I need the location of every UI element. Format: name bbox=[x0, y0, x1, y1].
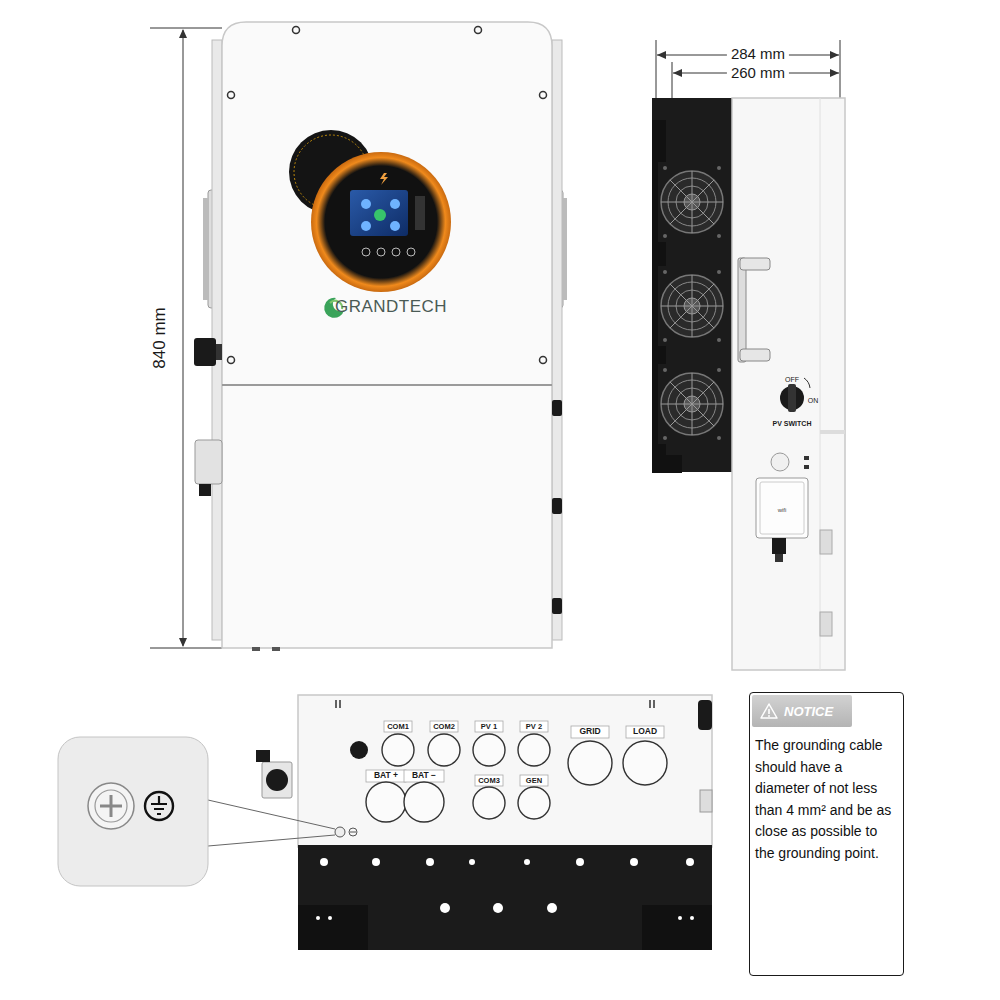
switch-state: ON bbox=[808, 397, 819, 405]
port-name: PV 1 bbox=[481, 723, 497, 732]
brand-name: GRANDTECH bbox=[335, 297, 447, 317]
switch-state: OFF bbox=[785, 376, 799, 384]
notice-box: NOTICE The grounding cable should have a … bbox=[749, 692, 904, 976]
port-name: GRID bbox=[579, 727, 600, 737]
notice-header: NOTICE bbox=[752, 695, 852, 727]
notice-body: The grounding cable should have a diamet… bbox=[750, 729, 903, 872]
port-name: COM2 bbox=[433, 723, 455, 732]
dimension-label: 260 mm bbox=[727, 64, 789, 81]
switch-name: PV SWITCH bbox=[773, 420, 812, 428]
dimension-label: 840 mm bbox=[150, 307, 170, 368]
port-name: BAT − bbox=[412, 771, 436, 781]
port-name: BAT + bbox=[374, 771, 398, 781]
dimension-label: 284 mm bbox=[727, 45, 789, 62]
port-name: LOAD bbox=[633, 727, 657, 737]
port-name: PV 2 bbox=[526, 723, 542, 732]
port-name: GEN bbox=[526, 777, 542, 786]
module-name: wifi bbox=[778, 507, 787, 514]
warning-icon bbox=[760, 703, 778, 719]
notice-heading: NOTICE bbox=[784, 704, 833, 719]
port-name: COM3 bbox=[478, 777, 500, 786]
port-name: COM1 bbox=[387, 723, 409, 732]
